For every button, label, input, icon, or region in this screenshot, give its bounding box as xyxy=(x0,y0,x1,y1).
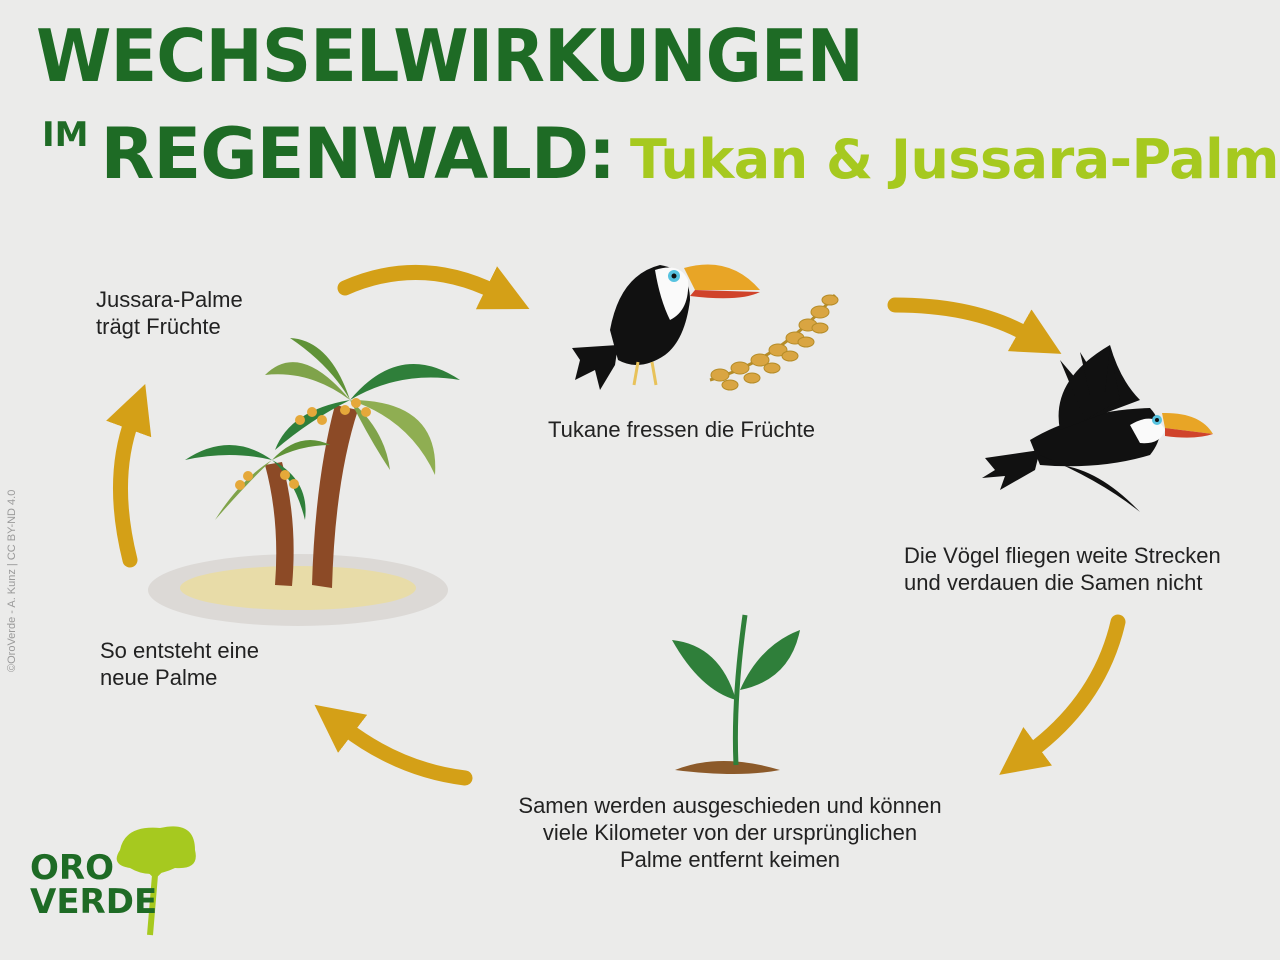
copyright-credit: ©OroVerde - A. Kunz | CC BY-ND 4.0 xyxy=(6,489,18,672)
title-colon: : xyxy=(588,113,617,195)
step-label-birds-fly: Die Vögel fliegen weite Strecken und ver… xyxy=(904,543,1221,595)
arrow-flight-to-seed xyxy=(999,614,1126,775)
step-label-new-palm: So entsteht eine neue Palme xyxy=(100,638,260,690)
logo-verde: VERDE xyxy=(30,882,158,922)
arrow-seed-to-palm xyxy=(314,704,473,786)
step-label-seeds-germinate: Samen werden ausgeschieden und können vi… xyxy=(518,793,942,872)
flying-toucan-icon xyxy=(982,345,1213,512)
arrow-palm-to-toucan xyxy=(337,264,530,310)
toucan-icon xyxy=(572,264,760,390)
step-label-palm-fruits: Jussara-Palme trägt Früchte xyxy=(96,287,243,339)
step-label-toucans-eat: Tukane fressen die Früchte xyxy=(548,417,815,442)
title-subtitle: Tukan & Jussara-Palme xyxy=(630,128,1280,191)
arrow-toucan-to-flight xyxy=(887,297,1062,354)
title-main: REGENWALD xyxy=(100,113,589,195)
palm-tree-icon xyxy=(148,338,460,626)
palm-fruit-branch-icon xyxy=(709,294,839,391)
seedling-icon xyxy=(672,614,800,774)
arrow-palm-cycle-up xyxy=(106,383,152,568)
title-line-1: WECHSELWIRKUNGEN xyxy=(36,14,864,98)
tree-icon xyxy=(116,826,196,936)
logo-oro: ORO xyxy=(30,848,114,888)
title-prefix: IM xyxy=(42,115,89,155)
